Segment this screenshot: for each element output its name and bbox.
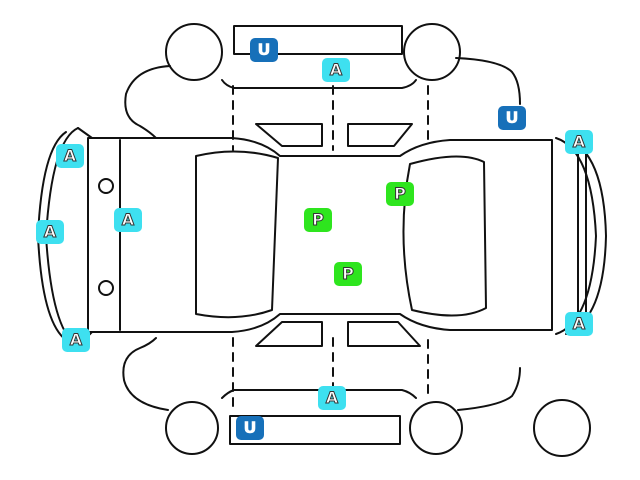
- damage-marker-a: A: [322, 58, 350, 82]
- damage-marker-p: P: [304, 208, 332, 232]
- damage-marker-a: A: [565, 312, 593, 336]
- top-view-body: [37, 127, 607, 347]
- damage-marker-p: P: [386, 182, 414, 206]
- damage-marker-a: A: [114, 208, 142, 232]
- right-side-view: [122, 321, 591, 457]
- damage-marker-u: U: [236, 416, 264, 440]
- damage-marker-u: U: [250, 38, 278, 62]
- damage-marker-a: A: [565, 130, 593, 154]
- damage-marker-a: A: [36, 220, 64, 244]
- left-side-view: [124, 23, 521, 151]
- damage-marker-a: A: [56, 144, 84, 168]
- damage-marker-a: A: [62, 328, 90, 352]
- damage-marker-p: P: [334, 262, 362, 286]
- damage-marker-u: U: [498, 106, 526, 130]
- damage-marker-a: A: [318, 386, 346, 410]
